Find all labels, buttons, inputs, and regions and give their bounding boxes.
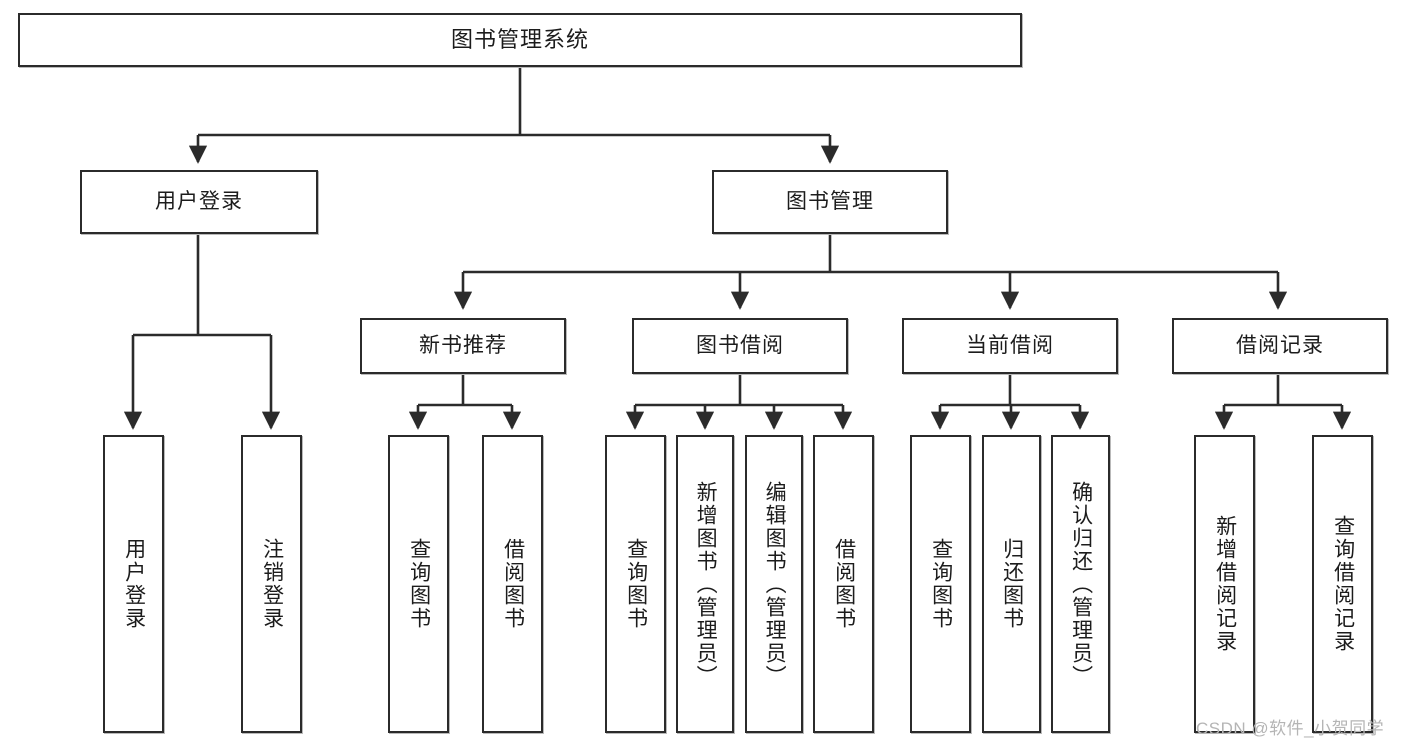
node-leaf-query-book-2[interactable]: 查询图书: [605, 435, 666, 733]
node-leaf-query-book-3-label: 查询图书: [929, 538, 953, 630]
node-leaf-confirm-return[interactable]: 确认归还（管理员）: [1051, 435, 1110, 733]
node-leaf-return-book-label: 归还图书: [1000, 538, 1024, 630]
csdn-watermark: CSDN @软件_小贺同学: [1196, 719, 1385, 738]
node-leaf-return-book[interactable]: 归还图书: [982, 435, 1041, 733]
node-leaf-add-record[interactable]: 新增借阅记录: [1194, 435, 1255, 733]
node-leaf-query-book-1[interactable]: 查询图书: [388, 435, 449, 733]
node-leaf-borrow-book-1-label: 借阅图书: [501, 538, 525, 630]
node-leaf-confirm-return-label: 确认归还（管理员）: [1069, 480, 1093, 688]
node-new-book-rec[interactable]: 新书推荐: [360, 318, 566, 374]
node-leaf-add-record-label: 新增借阅记录: [1213, 515, 1237, 653]
node-root-label: 图书管理系统: [450, 26, 589, 52]
node-new-book-rec-label: 新书推荐: [419, 334, 507, 358]
node-leaf-borrow-book-2-label: 借阅图书: [832, 538, 856, 630]
node-book-manage[interactable]: 图书管理: [712, 170, 948, 234]
node-leaf-query-record[interactable]: 查询借阅记录: [1312, 435, 1373, 733]
node-leaf-user-logout[interactable]: 注销登录: [241, 435, 302, 733]
node-leaf-edit-book-label: 编辑图书（管理员）: [763, 480, 787, 688]
node-leaf-query-record-label: 查询借阅记录: [1331, 515, 1355, 653]
node-leaf-query-book-2-label: 查询图书: [624, 538, 648, 630]
node-current-borrow-label: 当前借阅: [966, 334, 1054, 358]
node-book-borrow[interactable]: 图书借阅: [632, 318, 848, 374]
node-borrow-record-label: 借阅记录: [1236, 334, 1324, 358]
node-leaf-user-login[interactable]: 用户登录: [103, 435, 164, 733]
node-leaf-user-login-label: 用户登录: [122, 538, 146, 630]
node-book-manage-label: 图书管理: [786, 190, 874, 214]
node-current-borrow[interactable]: 当前借阅: [902, 318, 1118, 374]
node-leaf-add-book-label: 新增图书（管理员）: [694, 480, 718, 688]
node-user-login-label: 用户登录: [155, 190, 243, 214]
node-leaf-query-book-1-label: 查询图书: [407, 538, 431, 630]
node-borrow-record[interactable]: 借阅记录: [1172, 318, 1388, 374]
node-leaf-add-book[interactable]: 新增图书（管理员）: [676, 435, 734, 733]
node-leaf-borrow-book-2[interactable]: 借阅图书: [813, 435, 874, 733]
node-root[interactable]: 图书管理系统: [18, 13, 1022, 67]
node-leaf-user-logout-label: 注销登录: [260, 538, 284, 630]
node-book-borrow-label: 图书借阅: [696, 334, 784, 358]
node-leaf-query-book-3[interactable]: 查询图书: [910, 435, 971, 733]
node-leaf-borrow-book-1[interactable]: 借阅图书: [482, 435, 543, 733]
node-user-login[interactable]: 用户登录: [80, 170, 318, 234]
node-leaf-edit-book[interactable]: 编辑图书（管理员）: [745, 435, 803, 733]
